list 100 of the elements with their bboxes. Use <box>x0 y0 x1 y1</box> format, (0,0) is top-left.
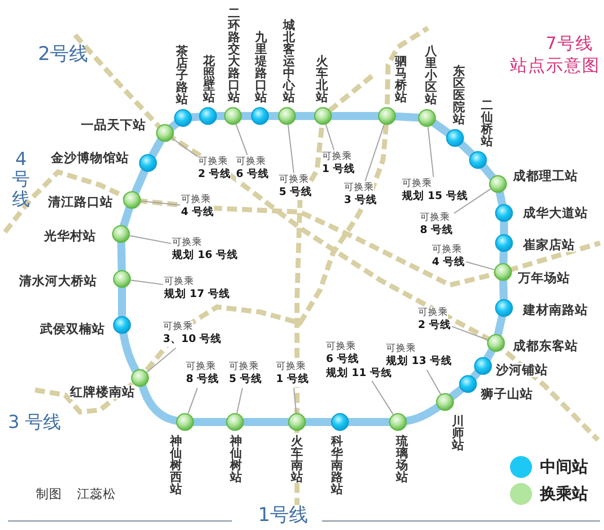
line-name: 3、10 号线 <box>163 332 222 347</box>
line-name: 规划 13 号线 <box>386 354 452 369</box>
line-name: 3 号线 <box>344 194 377 208</box>
track-segment <box>193 418 227 426</box>
line-name: 5 号线 <box>229 372 262 387</box>
line-name: 5 号线 <box>279 186 312 200</box>
transfer-note: 可换乘 <box>229 361 259 373</box>
transfer-note: 可换乘 <box>164 276 194 288</box>
line-name: 6 号线 <box>236 168 269 182</box>
station-name: 清江路口站 <box>48 195 113 209</box>
track-segment <box>120 206 134 228</box>
leader-line <box>325 124 335 150</box>
track-segment <box>138 384 178 425</box>
station-name: 成都理工站 <box>513 169 578 183</box>
transfer-note: 可换乘 <box>322 151 352 163</box>
line-name: 4 号线 <box>432 256 465 270</box>
station-name: 火车北站 <box>316 55 328 103</box>
transfer-note: 可换乘 <box>236 156 266 168</box>
leader-line <box>140 200 180 206</box>
track-segment <box>305 418 332 426</box>
transfer-note: 可换乘 <box>279 174 309 186</box>
leader-line <box>364 124 385 182</box>
line-label: 3 号线 <box>8 413 62 433</box>
station-name: 八里小区站 <box>425 45 437 105</box>
station-name: 川师站 <box>452 415 464 451</box>
station-name: 崔家店站 <box>523 238 575 252</box>
credit-label: 制图 <box>36 487 62 501</box>
track-segment <box>394 112 420 122</box>
track-segment <box>405 403 441 425</box>
station-name: 琉璃场站 <box>396 435 408 483</box>
station-name: 武侯双楠站 <box>40 322 105 336</box>
leader-line <box>452 326 488 340</box>
map-title: 7号线站点示意图 <box>510 33 601 78</box>
station-name: 东区医院站 <box>453 65 465 125</box>
track-segment <box>496 191 506 206</box>
transfer-note: 可换乘 <box>402 178 432 190</box>
leader-line <box>372 380 394 415</box>
track-segment <box>295 112 315 120</box>
leader-line <box>172 138 198 157</box>
track-segment <box>117 242 126 271</box>
station-name: 金沙博物馆站 <box>51 151 129 165</box>
station-name: 成华大道站 <box>523 206 588 220</box>
station-name: 花照壁站 <box>203 55 215 103</box>
transfer-note: 可换乘 <box>344 182 374 194</box>
station-name: 红牌楼南站 <box>70 385 135 399</box>
transfer-note: 可换乘 <box>276 361 306 373</box>
leader-line <box>454 188 491 214</box>
station-name: 神仙树西站 <box>170 435 182 495</box>
line-name: 1 号线 <box>322 162 355 177</box>
line-name: 8 号线 <box>186 372 219 387</box>
line-name: 2 号线 <box>198 168 231 182</box>
station-name: 科华南路站 <box>331 435 343 495</box>
track-segment <box>499 250 508 264</box>
station-name: 清水河大桥站 <box>19 274 97 288</box>
legend-label: 换乘站 <box>540 484 588 504</box>
station-name: 茶店子路站 <box>176 45 188 105</box>
line-name: 1 号线 <box>276 372 309 387</box>
transfer-note: 可换乘 <box>163 321 193 333</box>
leader-line <box>188 388 198 414</box>
transfer-note: 可换乘 <box>198 156 228 168</box>
station-name: 万年场站 <box>518 271 570 285</box>
track-segment <box>448 386 464 400</box>
transfer-note: 可换乘 <box>420 212 450 224</box>
line-name: 规划 17 号线 <box>164 288 230 302</box>
station-name: 城北客运中心站 <box>283 19 295 103</box>
transfer-note: 可换乘 <box>432 244 462 256</box>
track-segment <box>243 418 289 426</box>
station-name: 狮子山站 <box>481 387 533 401</box>
station-name: 二环路交大路口站 <box>228 7 240 103</box>
line-name: 4 号线 <box>181 206 214 220</box>
transfer-note: 可换乘 <box>418 307 448 319</box>
line-name: 规划 15 号线 <box>402 190 468 204</box>
station-name: 二仙桥站 <box>481 99 493 147</box>
transfer-note: 可换乘 <box>186 361 216 373</box>
transfer-note: 可换乘 <box>172 237 202 249</box>
track-segment <box>118 287 126 317</box>
station-name: 成都东客站 <box>513 339 578 353</box>
transfer-note: 可换乘 <box>386 343 416 355</box>
station-name: 火车南站 <box>291 435 303 483</box>
track-segment <box>480 164 496 180</box>
leader-line <box>426 370 442 394</box>
leader-line <box>293 388 297 414</box>
track-segment <box>331 112 379 120</box>
station-name: 建材南路站 <box>523 303 588 317</box>
leader-line <box>236 124 248 156</box>
line-name: 6 号线 <box>326 352 359 367</box>
track-segment <box>458 140 475 158</box>
transfer-note: 可换乘 <box>326 341 356 353</box>
track-segment <box>132 168 148 194</box>
station-name: 光华村站 <box>44 229 96 243</box>
track-segment <box>348 418 390 426</box>
line-name: 8 号线 <box>420 224 453 238</box>
leader-line <box>146 348 176 373</box>
station-name: 一品天下站 <box>81 118 146 132</box>
track-segment <box>148 138 164 158</box>
station-name: 神仙树站 <box>230 435 242 483</box>
track-segment <box>500 221 508 235</box>
leader-line <box>130 235 172 244</box>
track-segment <box>119 332 140 373</box>
line-name: 2 号线 <box>418 318 451 333</box>
